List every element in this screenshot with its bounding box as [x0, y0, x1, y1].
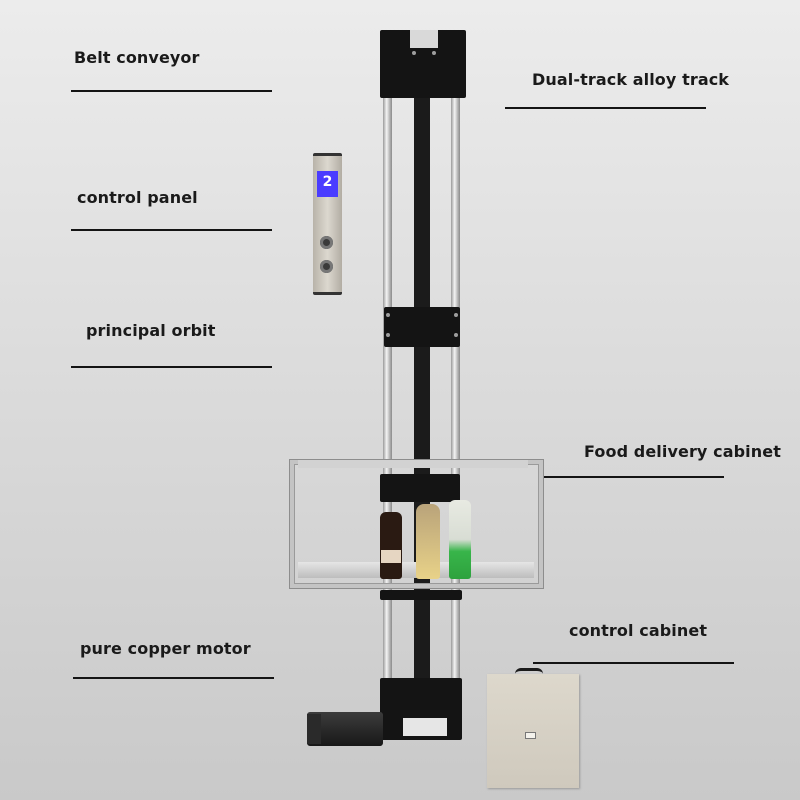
beer-bottle [380, 512, 402, 579]
beer-bottle-label [381, 550, 401, 563]
label-control-cabinet: control cabinet [569, 621, 708, 640]
label-control-panel: control panel [77, 188, 198, 207]
leader-line-control-cabinet [533, 662, 734, 664]
leader-line-food-cabinet [540, 476, 724, 478]
cabinet-latch [525, 732, 536, 739]
mid-carriage-block [384, 307, 460, 347]
floor-display: 2 [317, 171, 338, 197]
cabinet-cables [515, 668, 543, 681]
floor-number: 2 [322, 174, 333, 190]
right-alloy-track [451, 60, 460, 740]
leader-line-control-panel [71, 229, 272, 231]
control-panel-device: 2 [313, 153, 342, 295]
label-food-cabinet: Food delivery cabinet [584, 442, 781, 461]
label-copper-motor: pure copper motor [80, 639, 251, 658]
top-pulley-housing [410, 30, 438, 48]
motor-end-cap [307, 714, 321, 744]
label-principal-orbit: principal orbit [86, 321, 216, 340]
cabinet-top-rim [298, 460, 528, 468]
cabinet-carriage-block [380, 474, 460, 502]
belt-conveyor-strip [414, 80, 430, 720]
left-alloy-track [383, 60, 392, 740]
leader-line-dual-track [505, 107, 706, 109]
leader-line-belt-conveyor [71, 90, 272, 92]
label-dual-track: Dual-track alloy track [532, 70, 730, 89]
leader-line-principal-orbit [71, 366, 272, 368]
leader-line-copper-motor [73, 677, 274, 679]
call-button-down [320, 260, 333, 273]
call-button-up [320, 236, 333, 249]
cabinet-bottom-block [380, 590, 462, 600]
green-bottle [449, 500, 471, 579]
control-cabinet-box [487, 668, 579, 788]
gearbox-cover [403, 718, 447, 736]
label-belt-conveyor: Belt conveyor [74, 48, 200, 67]
liquor-bottle [416, 504, 440, 579]
